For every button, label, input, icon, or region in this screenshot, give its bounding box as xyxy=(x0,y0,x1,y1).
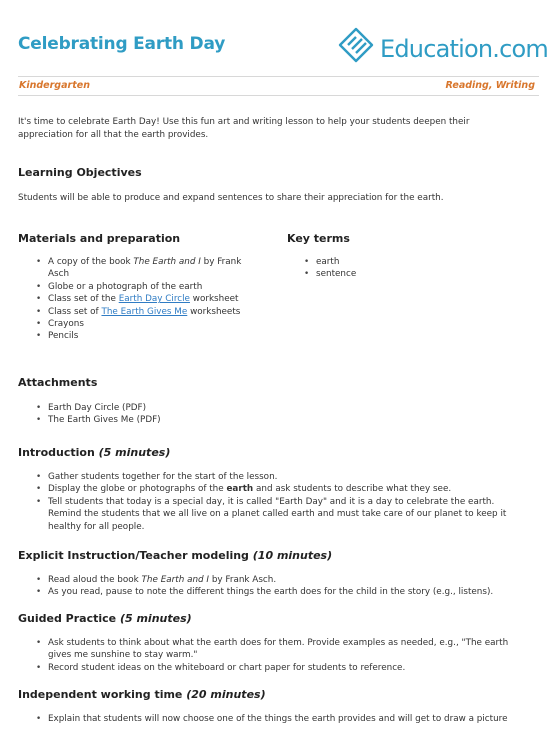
introduction-time: (5 minutes) xyxy=(98,446,171,459)
intro-paragraph: It's time to celebrate Earth Day! Use th… xyxy=(18,116,469,141)
intro-line-2: appreciation for all that the earth prov… xyxy=(18,129,209,140)
independent-time: (20 minutes) xyxy=(186,688,266,701)
grade-label: Kindergarten xyxy=(19,80,90,91)
key-term-item: sentence xyxy=(298,268,498,281)
lesson-meta-bar: Kindergarten Reading, Writing xyxy=(18,76,539,96)
independent-item: Explain that students will now choose on… xyxy=(30,713,540,726)
diamond-leaf-icon xyxy=(338,27,374,63)
introduction-item: Display the globe or photographs of the … xyxy=(30,483,540,496)
explicit-item: As you read, pause to note the different… xyxy=(30,586,540,599)
guided-practice-heading: Guided Practice (5 minutes) xyxy=(18,612,192,625)
materials-item-book: A copy of the book The Earth and I by Fr… xyxy=(30,256,270,281)
explicit-time: (10 minutes) xyxy=(252,549,333,562)
attachment-item[interactable]: The Earth Gives Me (PDF) xyxy=(30,414,330,427)
key-terms-heading: Key terms xyxy=(287,232,350,245)
materials-item-circle-worksheet: Class set of the Earth Day Circle worksh… xyxy=(30,293,270,306)
independent-working-list: Explain that students will now choose on… xyxy=(30,713,540,726)
materials-item-pencils: Pencils xyxy=(30,330,270,343)
introduction-heading: Introduction (5 minutes) xyxy=(18,446,171,459)
materials-item-gives-me-worksheet: Class set of The Earth Gives Me workshee… xyxy=(30,306,270,319)
introduction-item: Gather students together for the start o… xyxy=(30,471,540,484)
book-title: The Earth and I xyxy=(133,257,201,267)
attachments-heading: Attachments xyxy=(18,376,98,389)
guided-time: (5 minutes) xyxy=(119,612,192,625)
guided-practice-list: Ask students to think about what the ear… xyxy=(30,637,540,675)
earth-day-circle-link[interactable]: Earth Day Circle xyxy=(118,294,190,305)
materials-item-crayons: Crayons xyxy=(30,318,270,331)
subjects-label: Reading, Writing xyxy=(445,80,535,91)
learning-objectives-text: Students will be able to produce and exp… xyxy=(18,193,444,203)
materials-heading: Materials and preparation xyxy=(18,232,181,245)
education-com-logo[interactable]: Education.com xyxy=(336,26,549,72)
introduction-list: Gather students together for the start o… xyxy=(30,471,540,533)
explicit-instruction-list: Read aloud the book The Earth and I by F… xyxy=(30,574,540,599)
key-term-item: earth xyxy=(298,256,498,269)
independent-working-heading: Independent working time (20 minutes) xyxy=(18,688,266,701)
guided-item: Record student ideas on the whiteboard o… xyxy=(30,662,540,675)
attachments-list: Earth Day Circle (PDF) The Earth Gives M… xyxy=(30,402,330,427)
key-terms-list: earth sentence xyxy=(298,256,498,281)
attachment-item[interactable]: Earth Day Circle (PDF) xyxy=(30,402,330,415)
logo-wordmark: Education.com xyxy=(380,35,549,63)
learning-objectives-heading: Learning Objectives xyxy=(18,166,142,179)
explicit-instruction-heading: Explicit Instruction/Teacher modeling (1… xyxy=(18,549,333,562)
guided-item: Ask students to think about what the ear… xyxy=(30,637,540,662)
earth-gives-me-link[interactable]: The Earth Gives Me xyxy=(101,306,188,317)
materials-list: A copy of the book The Earth and I by Fr… xyxy=(30,256,270,343)
introduction-item: Tell students that today is a special da… xyxy=(30,496,540,533)
intro-line-1: It's time to celebrate Earth Day! Use th… xyxy=(18,117,470,127)
materials-item-globe: Globe or a photograph of the earth xyxy=(30,281,270,294)
explicit-item: Read aloud the book The Earth and I by F… xyxy=(30,574,540,587)
page-title: Celebrating Earth Day xyxy=(18,34,226,54)
